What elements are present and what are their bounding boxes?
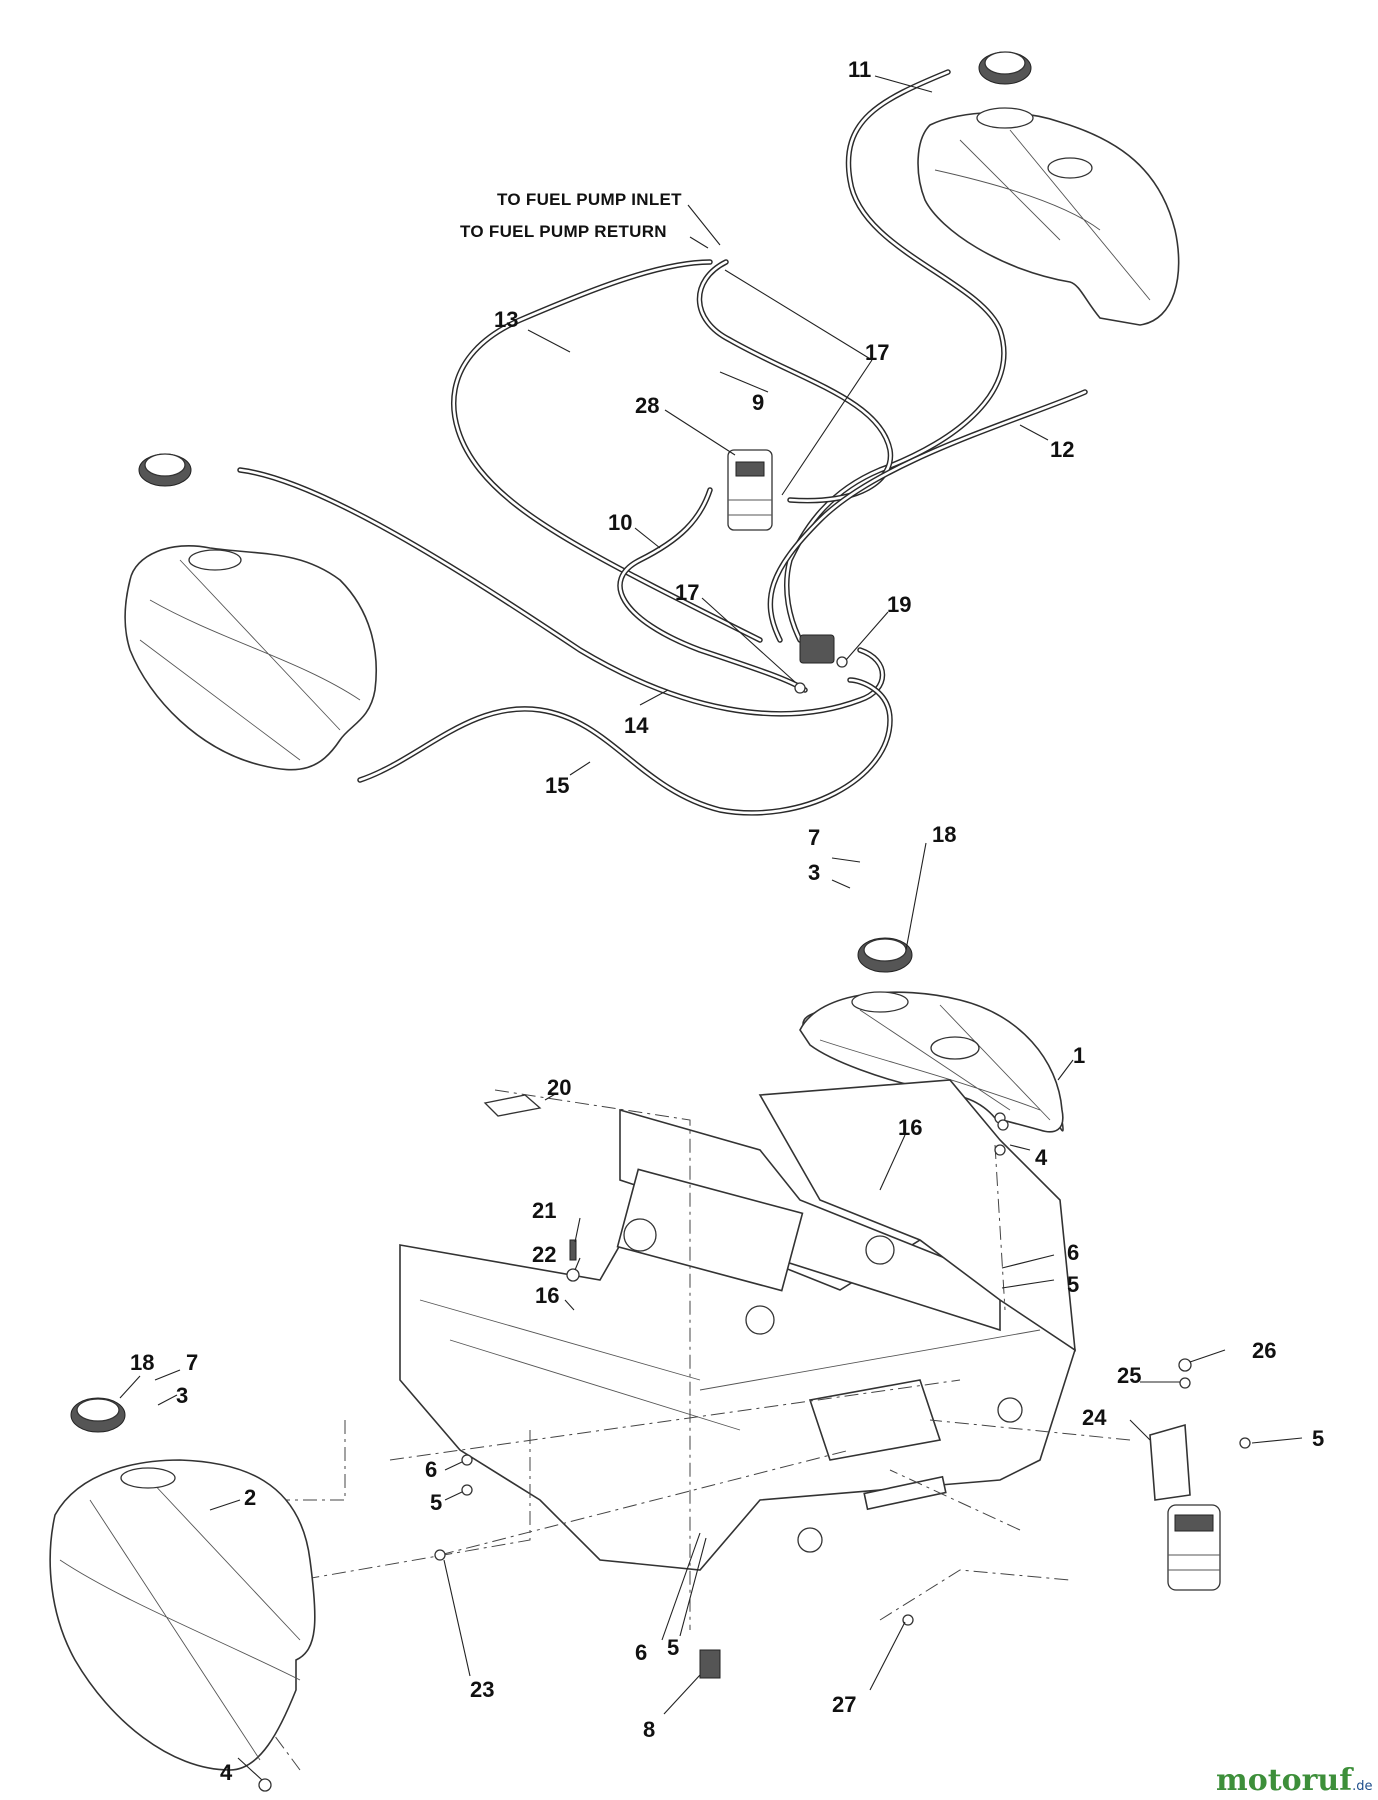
left-fuel-cap [70, 1397, 126, 1433]
upper-right-fuel-tank [917, 107, 1180, 326]
fuel-pump [1167, 1504, 1221, 1591]
callout-5-right: 5 [1067, 1272, 1079, 1297]
callout-6-center: 6 [635, 1640, 647, 1665]
upper-right-fuel-cap [978, 51, 1032, 85]
callout-5-center: 5 [667, 1635, 679, 1660]
callout-2: 2 [244, 1485, 256, 1510]
callout-16-lower: 16 [535, 1283, 559, 1308]
callout-10: 10 [608, 510, 632, 535]
callout-18-right: 18 [932, 822, 956, 847]
callout-18-left: 18 [130, 1350, 154, 1375]
callout-15: 15 [545, 773, 569, 798]
chassis-frame [399, 1079, 1076, 1571]
brand-watermark: motoruf.de [1216, 1763, 1373, 1798]
callout-27: 27 [832, 1692, 856, 1717]
left-fuel-tank [49, 1459, 316, 1771]
callout-6-right: 6 [1067, 1240, 1079, 1265]
callout-21: 21 [532, 1198, 556, 1223]
note-fuel-pump-inlet: TO FUEL PUMP INLET [497, 190, 682, 209]
callout-6-left: 6 [425, 1457, 437, 1482]
callout-20: 20 [547, 1075, 571, 1100]
tee-fitting-cluster [794, 634, 848, 694]
callout-11: 11 [848, 57, 871, 82]
callout-26: 26 [1252, 1338, 1276, 1363]
upper-left-fuel-tank [124, 545, 378, 771]
callout-25: 25 [1117, 1363, 1141, 1388]
callout-7-left: 7 [186, 1350, 198, 1375]
callout-12: 12 [1050, 437, 1074, 462]
pump-bracket [1149, 1423, 1191, 1501]
callout-23: 23 [470, 1677, 494, 1702]
callout-22: 22 [532, 1242, 556, 1267]
callout-4-right: 4 [1035, 1145, 1048, 1170]
upper-left-fuel-cap [138, 453, 192, 487]
callout-17-upper: 17 [865, 340, 889, 365]
callout-13: 13 [494, 307, 518, 332]
callout-1: 1 [1073, 1043, 1085, 1068]
callout-14: 14 [624, 713, 649, 738]
callout-3-left: 3 [176, 1383, 188, 1408]
note-fuel-pump-return: TO FUEL PUMP RETURN [460, 222, 667, 241]
callout-7-right: 7 [808, 825, 820, 850]
callout-leaders [119, 75, 1303, 1781]
callout-28: 28 [635, 393, 659, 418]
hardware-fittings [258, 1112, 1251, 1792]
callout-3-right: 3 [808, 860, 820, 885]
part-callouts: 11 13 17 9 28 12 10 17 19 14 15 7 18 3 1… [130, 57, 1324, 1785]
fuel-hose-routing [237, 69, 1088, 816]
callout-5-left: 5 [430, 1490, 442, 1515]
callout-24: 24 [1082, 1405, 1107, 1430]
brand-logo-text: motoruf.de [1216, 1763, 1373, 1798]
right-fuel-cap [857, 937, 913, 973]
callout-16-upper: 16 [898, 1115, 922, 1140]
callout-17-lower: 17 [675, 580, 699, 605]
right-fuel-tank [799, 991, 1064, 1133]
callout-8: 8 [643, 1717, 655, 1742]
callout-4-left: 4 [220, 1760, 233, 1785]
callout-9: 9 [752, 390, 764, 415]
decal [483, 1094, 542, 1117]
fuel-filter [727, 449, 773, 531]
callout-19: 19 [887, 592, 911, 617]
callout-5-pump: 5 [1312, 1426, 1324, 1451]
